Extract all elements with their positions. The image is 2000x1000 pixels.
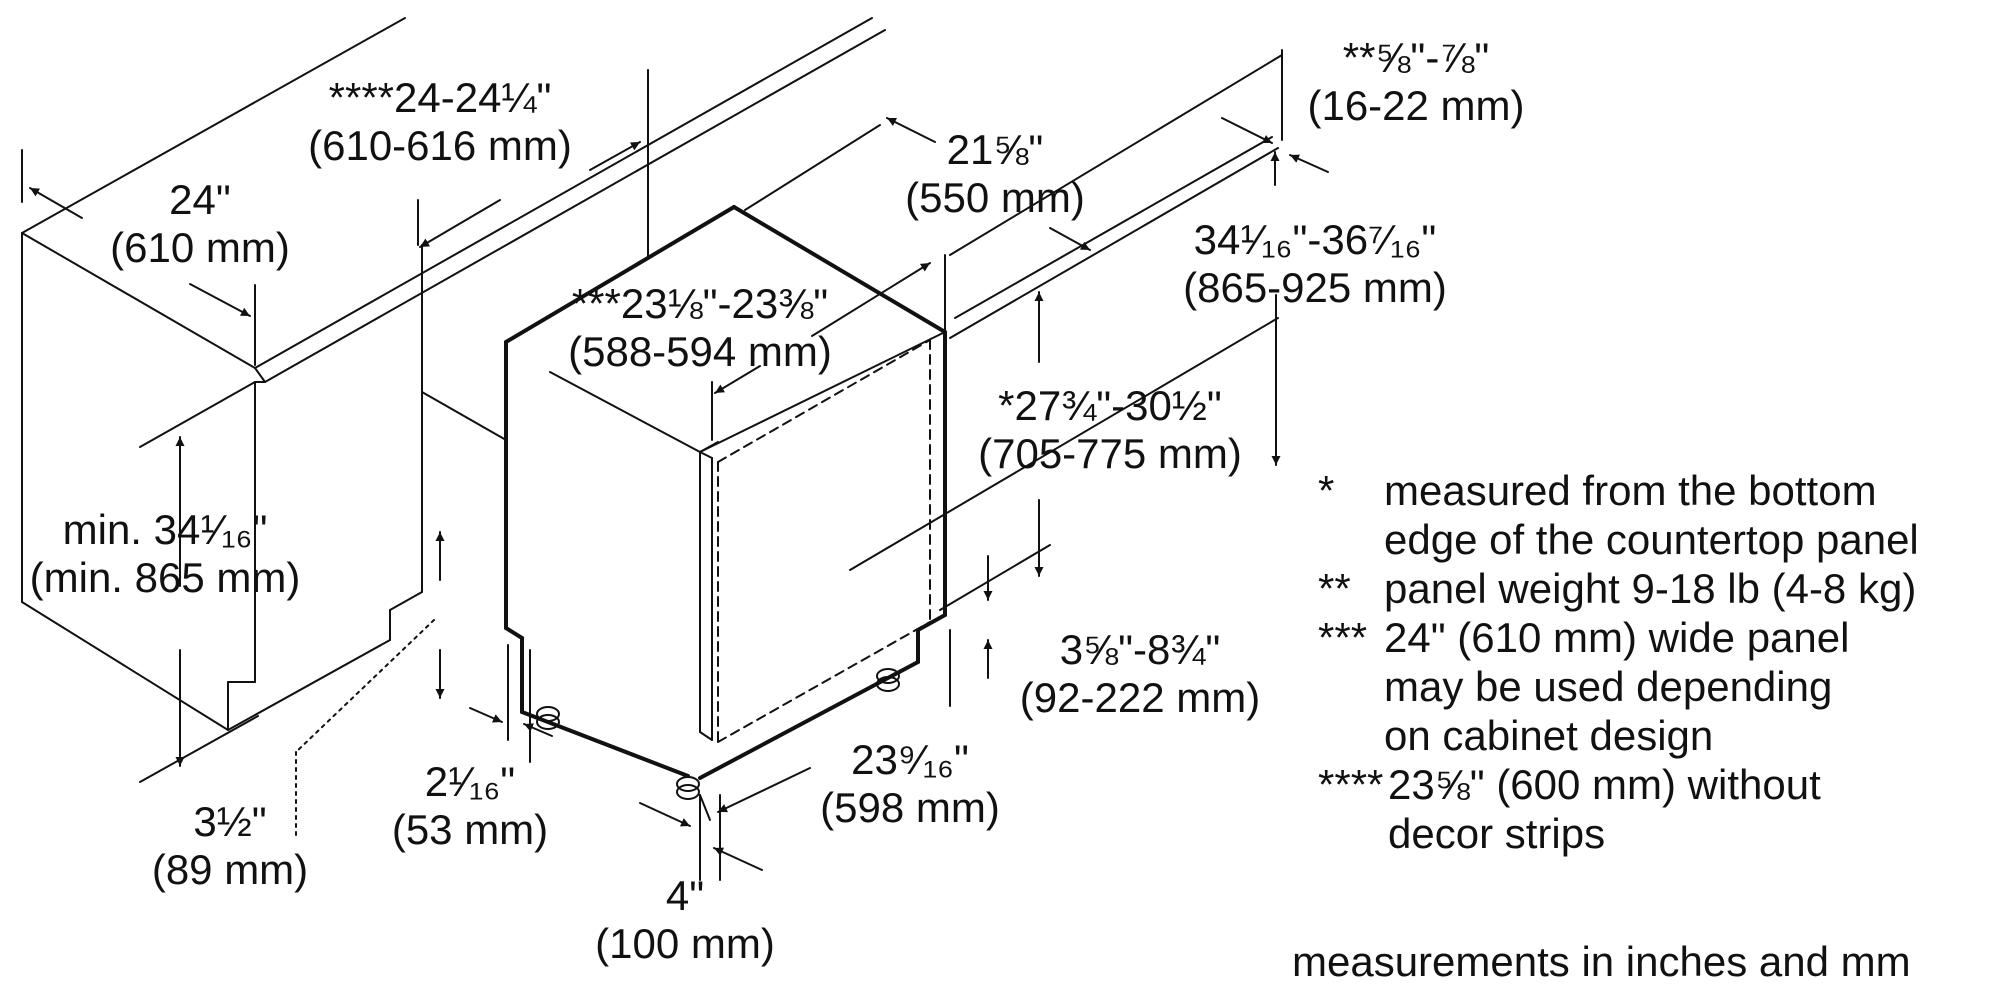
footnote-2: ** panel weight 9-18 lb (4-8 kg) — [1318, 564, 1998, 613]
countertop — [254, 17, 886, 383]
footnote-text: panel weight 9-18 lb (4-8 kg) — [1384, 565, 1917, 612]
footnote-marker: *** — [1318, 614, 1368, 661]
plinth-guide — [295, 619, 435, 753]
footnote-text: 24" (610 mm) wide panel may be used depe… — [1384, 614, 1850, 759]
footnote-text: measured from the bottom edge of the cou… — [1384, 467, 1919, 563]
dim-plinth-depth: 3½"(89 mm) — [151, 798, 309, 893]
footnotes: * measured from the bottom edge of the c… — [1318, 466, 1998, 858]
units-note: measurements in inches and mm — [1292, 938, 1911, 985]
left-cabinet — [21, 17, 423, 731]
dishwasher-feet — [536, 668, 900, 800]
footnote-4: **** 23⅝" (600 mm) without decor strips — [1318, 760, 1998, 858]
dim-toe-kick-height: 3⅝"-8¾"(92-222 mm) — [1019, 626, 1261, 721]
dim-niche-height: 34¹⁄₁₆"-36⁷⁄₁₆"(865-925 mm) — [1183, 216, 1447, 311]
dim-panel-thickness: **⅝"-⅞"(16-22 mm) — [1307, 34, 1525, 129]
dim-unit-depth: 21⅝"(550 mm) — [905, 126, 1085, 221]
footnote-1: * measured from the bottom edge of the c… — [1318, 466, 1998, 564]
dim-min-height: min. 34¹⁄₁₆"(min. 865 mm) — [29, 506, 301, 601]
door-panel-outline — [717, 339, 931, 743]
right-cabinet — [849, 136, 1279, 571]
dim-cabinet-depth-overall: ****24-24¼"(610-616 mm) — [308, 74, 572, 169]
dimension-arrows — [29, 117, 1329, 871]
footnote-marker: * — [1318, 467, 1335, 514]
dim-panel-height: *27¾"-30½"(705-775 mm) — [978, 382, 1242, 477]
dim-unit-width: 23⁹⁄₁₆"(598 mm) — [820, 736, 1000, 831]
footnote-marker: ** — [1318, 565, 1351, 612]
footnote-text: 23⅝" (600 mm) without decor strips — [1388, 761, 1821, 857]
footnote-3: *** 24" (610 mm) wide panel may be used … — [1318, 613, 1998, 760]
extension-lines — [21, 49, 1283, 881]
dishwasher-edges — [421, 331, 946, 741]
dim-countertop-depth: 24"(610 mm) — [110, 176, 290, 271]
footnote-marker: **** — [1318, 761, 1384, 808]
dim-foot-offset: 4"(100 mm) — [595, 872, 775, 967]
dim-panel-width: ***23⅛"-23⅜"(588-594 mm) — [568, 280, 832, 375]
dim-foot-setback: 2¹⁄₁₆"(53 mm) — [391, 758, 549, 853]
